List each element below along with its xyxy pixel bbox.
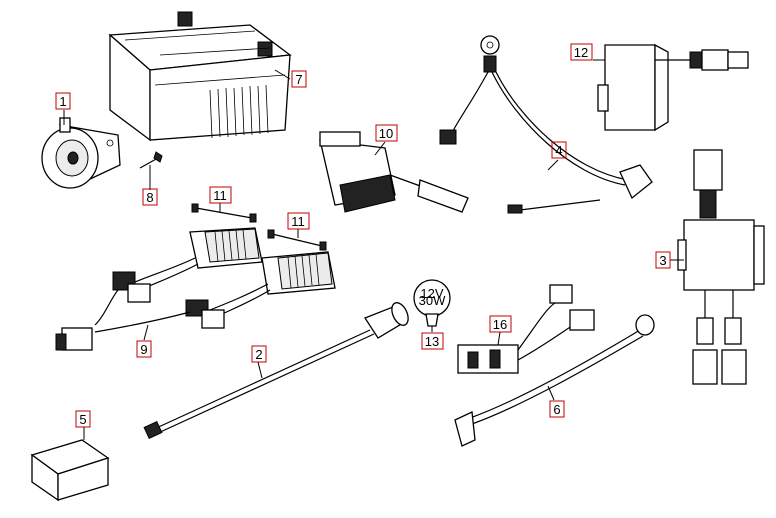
starter-relay-illustration — [319, 131, 469, 213]
callout-8: 8 — [142, 188, 158, 206]
callout-4: 4 — [551, 141, 567, 159]
leader-lines — [63, 59, 684, 440]
callout-5: 5 — [75, 410, 91, 428]
callout-2: 2 — [251, 345, 267, 363]
thermo-switch-illustration: 12V 30W — [413, 279, 451, 327]
callout-7-text: 7 — [295, 72, 302, 87]
regulator-harness-illustration — [55, 227, 336, 351]
callout-11a: 11 — [209, 186, 232, 204]
regulator-bolts-illustration — [191, 203, 327, 251]
callout-3-text: 3 — [659, 253, 666, 268]
callout-13-text: 13 — [425, 334, 439, 349]
callout-6-text: 6 — [553, 402, 560, 417]
callout-2-text: 2 — [255, 347, 262, 362]
ground-cable-illustration — [454, 314, 655, 447]
callout-10: 10 — [375, 124, 398, 142]
connector-illustration — [457, 284, 595, 374]
callout-9: 9 — [136, 340, 152, 358]
callout-12-text: 12 — [574, 45, 588, 60]
callout-11a-text: 11 — [213, 188, 227, 203]
callout-labels: 1 2 3 4 5 6 7 8 — [55, 43, 671, 428]
callout-8-text: 8 — [146, 190, 153, 205]
callout-11b: 11 — [287, 212, 310, 230]
callout-4-text: 4 — [555, 143, 562, 158]
callout-3: 3 — [655, 251, 671, 269]
callout-7: 7 — [291, 70, 307, 88]
callout-13: 13 — [421, 332, 444, 350]
callout-9-text: 9 — [140, 342, 147, 357]
callout-6: 6 — [549, 400, 565, 418]
block-illustration — [30, 439, 110, 502]
callout-1-text: 1 — [59, 94, 66, 109]
bolt-illustration — [139, 151, 163, 169]
relay-unit-illustration — [677, 149, 765, 385]
callout-16-text: 16 — [493, 317, 507, 332]
callout-11b-text: 11 — [291, 214, 305, 229]
callout-12: 12 — [570, 43, 593, 61]
wire-harness-illustration — [143, 302, 409, 440]
battery-cable-illustration — [439, 35, 653, 214]
callout-16: 16 — [489, 315, 512, 333]
callout-10-text: 10 — [379, 126, 393, 141]
thermo-switch-marking-1: 12V — [420, 286, 443, 301]
flasher-relay-illustration — [597, 43, 749, 132]
callout-5-text: 5 — [79, 412, 86, 427]
horn-illustration — [41, 117, 121, 189]
thermo-switch-marking-2: 30W — [419, 293, 446, 308]
battery-illustration — [108, 11, 292, 142]
callout-1: 1 — [55, 92, 71, 110]
